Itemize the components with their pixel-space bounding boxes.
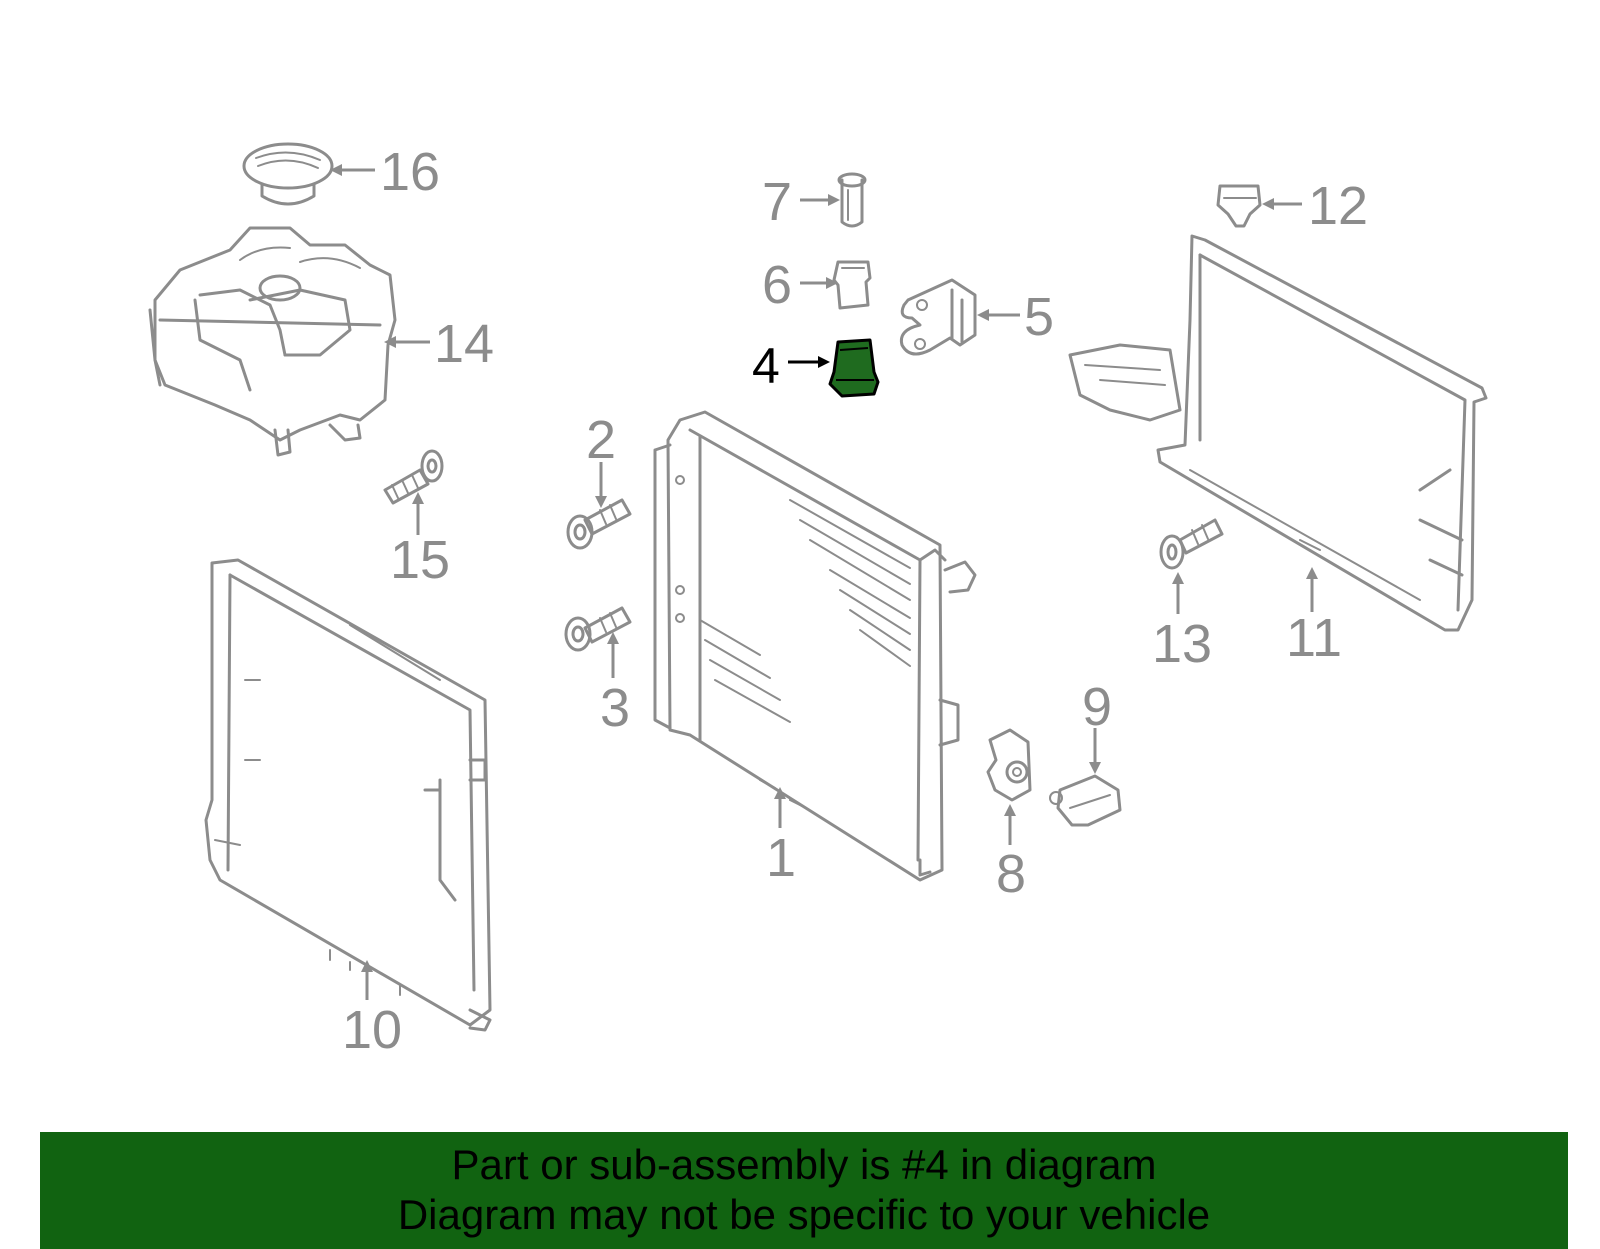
- part-8-mount: [986, 728, 1032, 802]
- callout-arrowhead-13: [1172, 572, 1184, 584]
- callout-5: 5: [1024, 287, 1054, 347]
- part-5-bracket: [899, 278, 977, 356]
- part-15-bolt: [383, 449, 444, 505]
- banner-line-part-info: Part or sub-assembly is #4 in diagram: [451, 1141, 1157, 1188]
- callout-arrowhead-10: [361, 960, 373, 972]
- info-banner: Part or sub-assembly is #4 in diagram Di…: [40, 1132, 1568, 1249]
- callout-arrowhead-5: [977, 309, 989, 321]
- callout-arrowhead-7: [828, 194, 840, 206]
- part-13-bolt: [1159, 518, 1224, 570]
- callout-1: 1: [766, 828, 796, 888]
- callout-6: 6: [762, 255, 792, 315]
- callout-16: 16: [380, 142, 440, 202]
- callout-2: 2: [586, 410, 616, 470]
- callout-arrowhead-8: [1004, 804, 1016, 816]
- callout-arrowhead-4: [818, 356, 830, 368]
- callout-7: 7: [762, 172, 792, 232]
- callout-15: 15: [390, 530, 450, 590]
- part-14-expansion-tank: [148, 226, 397, 457]
- info-banner-background: [40, 1132, 1568, 1249]
- callout-11: 11: [1286, 608, 1342, 668]
- callout-arrowhead-6: [826, 277, 838, 289]
- part-12-push-clip: [1216, 184, 1262, 228]
- callout-4: 4: [752, 338, 780, 394]
- callout-arrowhead-14: [384, 336, 396, 348]
- callout-13: 13: [1152, 614, 1212, 674]
- callout-arrowhead-11: [1306, 567, 1318, 579]
- callout-arrowhead-9: [1089, 762, 1101, 774]
- part-6-grommet: [832, 260, 872, 310]
- callout-arrowhead-12: [1262, 198, 1274, 210]
- callout-arrowhead-16: [330, 164, 342, 176]
- part-4-insulator-highlighted: [828, 338, 880, 398]
- callout-10: 10: [342, 1000, 402, 1060]
- part-1-radiator: [653, 410, 977, 882]
- callout-arrowhead-3: [607, 632, 619, 644]
- callout-14: 14: [434, 314, 494, 374]
- part-10-frame: [204, 558, 492, 1032]
- part-3-bolt: [564, 606, 632, 652]
- part-2-bolt: [566, 498, 632, 550]
- callout-9: 9: [1082, 677, 1112, 737]
- callout-8: 8: [996, 844, 1026, 904]
- callout-3: 3: [600, 678, 630, 738]
- part-11-air-guide: [1068, 234, 1488, 632]
- banner-line-disclaimer: Diagram may not be specific to your vehi…: [397, 1191, 1211, 1238]
- part-16-reservoir-cap: [242, 142, 334, 206]
- callout-arrowhead-2: [595, 496, 607, 508]
- part-9-bracket: [1049, 774, 1122, 827]
- part-7-clip: [837, 172, 867, 228]
- callout-arrowhead-1: [774, 787, 786, 799]
- callout-12: 12: [1308, 176, 1368, 236]
- callout-arrowhead-15: [412, 492, 424, 504]
